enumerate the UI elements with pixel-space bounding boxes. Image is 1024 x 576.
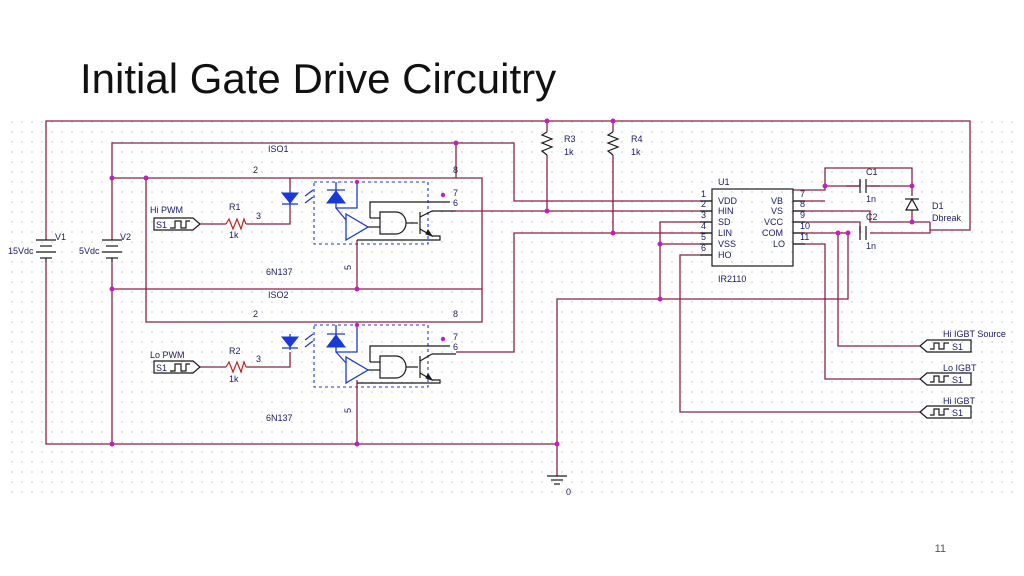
v1-label: V1 [55,232,66,242]
iso2-pin6: 6 [453,342,458,352]
capacitor-c2: C2 1n [859,212,878,251]
c1-value: 1n [866,194,876,204]
u1-pin-9: 9 [800,210,805,220]
u1-pin-11: 11 [800,232,809,242]
u1-pin-name-vcc: VCC [764,217,784,227]
c1-label: C1 [866,167,878,177]
iso2-part: 6N137 [266,413,293,423]
r2-label: R2 [229,346,241,356]
u1-pin-name-lin: LIN [718,228,732,238]
d1-part: Dbreak [932,213,962,223]
r4-label: R4 [631,134,643,144]
battery-v2: V2 5Vdc [79,232,131,262]
hi-igbt-source-label: Hi IGBT Source [943,329,1006,339]
hi-igbt-label: Hi IGBT [943,396,976,406]
lo-igbt-tag: S1 [952,375,963,385]
d1-label: D1 [932,201,944,211]
v2-value: 5Vdc [79,246,100,256]
u1-pin-name-vb: VB [771,196,783,206]
r1-label: R1 [229,202,241,212]
u1-pin-name-vss: VSS [718,239,736,249]
lo-pwm-port: Lo PWM S1 [150,350,201,374]
u1-pin-name-vdd: VDD [718,196,738,206]
u1-pin-8: 8 [800,199,805,209]
pulse-icon [930,375,949,383]
slide-title: Initial Gate Drive Circuitry [80,55,557,102]
c2-label: C2 [866,212,878,222]
iso2-pin7: 7 [453,332,458,342]
u1-pin-4: 4 [701,221,706,231]
lo-pwm-label: Lo PWM [150,350,185,360]
iso1-label: ISO1 [268,144,289,154]
r1-value: 1k [229,230,239,240]
pulse-icon [930,342,949,350]
ground-symbol: 0 [547,475,571,497]
u1-pin-name-hin: HIN [718,206,734,216]
u1-pin-name-vs: VS [771,206,783,216]
hi-pwm-label: Hi PWM [150,205,183,215]
page-number: 11 [934,543,946,555]
lo-igbt-label: Lo IGBT [943,363,977,373]
hi-pwm-port: Hi PWM S1 [150,205,201,231]
pulse-icon [170,363,190,372]
u1-pin-name-com: COM [762,228,783,238]
ground-label: 0 [566,487,571,497]
hi-igbt-source-tag: S1 [952,342,963,352]
u1-pin-name-sd: SD [718,217,731,227]
battery-v1: V1 15Vdc [8,232,66,262]
diode-d1: D1 Dbreak [904,197,962,223]
u1-ref: U1 [718,177,730,187]
hi-igbt-tag: S1 [952,408,963,418]
iso1-pin6: 6 [453,198,458,208]
iso1-part: 6N137 [266,267,293,277]
u1-pin-2: 2 [701,199,706,209]
u1-pin-1: 1 [701,189,706,199]
hi-pwm-tag: S1 [156,220,167,230]
u1-pin-name-lo: LO [773,239,785,249]
u1-pin-6: 6 [701,243,706,253]
iso1-pin5: 5 [343,265,353,270]
wires [45,120,971,476]
optocoupler-iso2: ISO2 2 3 8 7 6 5 6N137 [253,290,458,423]
iso2-pin3: 3 [256,354,261,364]
junction-dots [109,118,915,447]
r3-label: R3 [564,134,576,144]
iso2-pin2: 2 [253,309,258,319]
u1-part: IR2110 [718,274,746,284]
hi-igbt-source-port: Hi IGBT Source S1 [919,329,1006,353]
pulse-icon [170,220,190,229]
iso2-label: ISO2 [268,290,289,300]
resistor-r2: R2 1k [225,346,247,384]
optocoupler-iso1: ISO1 2 3 8 7 6 5 6N137 [253,144,458,277]
iso1-pin8: 8 [453,165,458,175]
iso1-pin3: 3 [256,211,261,221]
r2-value: 1k [229,374,239,384]
iso2-pin8: 8 [453,309,458,319]
u1-pin-5: 5 [701,232,706,242]
grid-background [8,115,1018,498]
u1-pin-name-ho: HO [718,250,732,260]
pulse-icon [930,408,949,416]
resistor-r4: R4 1k [606,131,643,157]
v1-value: 15Vdc [8,246,34,256]
capacitor-c1: C1 1n [846,167,880,204]
u1-pin-3: 3 [701,210,706,220]
resistor-r1: R1 1k [225,202,247,240]
iso2-pin5: 5 [343,408,353,413]
r4-value: 1k [631,147,641,157]
u1-pin-7: 7 [800,189,805,199]
driver-u1: U1 IR2110 1 2 3 4 5 6 VDD HIN SD LIN VSS… [700,177,810,284]
c2-value: 1n [866,241,876,251]
lo-igbt-port: Lo IGBT S1 [919,363,977,386]
r3-value: 1k [564,147,574,157]
u1-pin-10: 10 [800,221,810,231]
v2-label: V2 [120,232,131,242]
lo-pwm-tag: S1 [156,363,167,373]
iso1-pin7: 7 [453,188,458,198]
hi-igbt-port: Hi IGBT S1 [919,396,976,419]
iso1-pin2: 2 [253,165,258,175]
resistor-r3: R3 1k [540,131,576,157]
